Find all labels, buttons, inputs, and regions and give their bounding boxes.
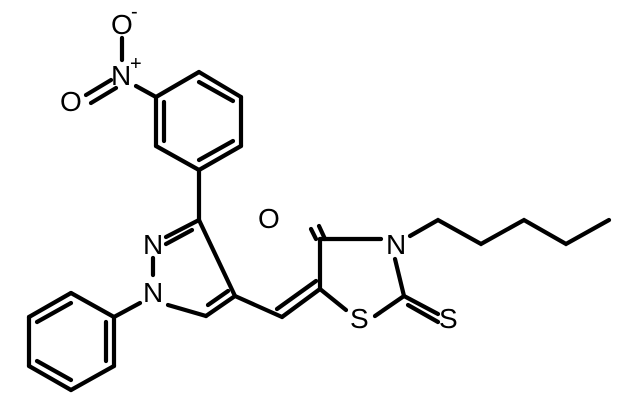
pyrazole-c5-c4 <box>203 293 238 319</box>
bond-n-ring <box>133 83 159 100</box>
nitrophenyl-bond-5 <box>153 143 202 173</box>
phenyl-bond-1 <box>68 290 117 320</box>
thiazolidine-n3-c2 <box>392 256 407 299</box>
atom-nitro-o: O <box>60 86 82 117</box>
bond-n-o-double-a <box>83 77 114 98</box>
atom-thiazolidine-n: N <box>386 229 406 260</box>
pyrazole-c3-n2 <box>163 217 202 240</box>
bond-carbonyl-b <box>316 223 328 242</box>
atom-thiazolidine-s: S <box>350 303 369 334</box>
thiazolidine-c2-s1 <box>372 293 407 319</box>
atom-n-plus: N <box>111 60 131 91</box>
pyrazole-c5-c4-double <box>205 288 231 308</box>
atom-pyrazole-n2: N <box>143 229 163 260</box>
pyrazole-c4-c3 <box>196 217 238 299</box>
bond-methine-c5-a <box>279 286 323 320</box>
atom-thione-s: S <box>439 303 458 334</box>
bond-n-o-double-b <box>88 85 119 106</box>
atom-carbonyl-o: O <box>258 203 280 234</box>
phenyl-bond-5 <box>68 363 117 393</box>
pyrazole-c3-n2-double <box>163 227 195 247</box>
atom-o-minus: O <box>111 9 133 40</box>
bond-lines <box>26 35 612 393</box>
thiazolidine-s1-c5 <box>317 286 349 313</box>
nitrophenyl-bond-2 <box>196 69 244 100</box>
nitrophenyl-ring-bonds <box>153 69 244 173</box>
bond-thione-b <box>405 302 441 325</box>
pentyl-chain <box>407 217 612 247</box>
bond-n1-phenyl <box>111 300 143 320</box>
phenyl-ring-bonds <box>26 290 143 393</box>
atom-n-plus-charge: + <box>130 53 142 75</box>
phenyl-bond-2 <box>26 290 74 320</box>
phenyl-inner-1 <box>34 300 74 325</box>
atom-pyrazole-n1: N <box>143 277 163 308</box>
phenyl-inner-2 <box>34 358 74 383</box>
pyrazole-ring-bonds <box>150 217 238 319</box>
nitrophenyl-bond-4 <box>196 143 244 173</box>
atom-labels: O - N + O N N O N S S <box>60 1 458 334</box>
bond-c4-methine <box>232 293 285 320</box>
pyrazole-n1-c5 <box>165 302 209 319</box>
nitrophenyl-inner-2 <box>196 138 236 163</box>
nitro-group-bonds <box>83 35 159 106</box>
nitrophenyl-inner-1 <box>196 79 236 104</box>
thiazolidine-ring-bonds <box>317 236 407 319</box>
nitrophenyl-bond-1 <box>153 69 202 100</box>
atom-o-minus-charge: - <box>131 1 138 23</box>
bond-methine-c5-b <box>274 278 319 312</box>
bond-thione-a <box>401 293 441 317</box>
phenyl-bond-4 <box>26 363 74 393</box>
bond-carbonyl-a <box>308 226 319 242</box>
